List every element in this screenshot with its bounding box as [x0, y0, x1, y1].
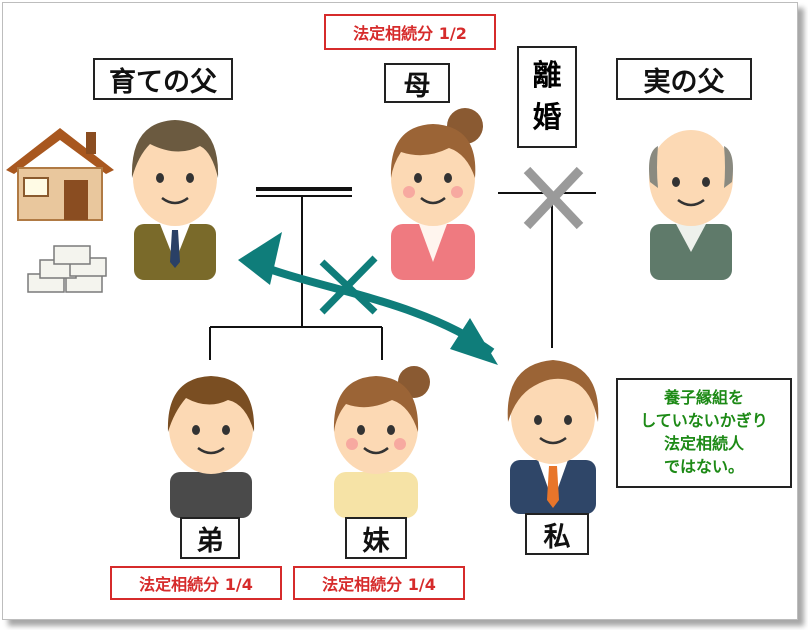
label-brother: 弟	[180, 517, 240, 559]
divorce-char-1: 離	[532, 58, 562, 92]
label-bio-father: 実の父	[616, 58, 752, 100]
brother-figure	[167, 376, 255, 518]
share-mother: 法定相続分 1/2	[324, 14, 496, 50]
arrow-head-left	[238, 232, 282, 285]
note-line-3: 法定相続人	[663, 434, 744, 453]
arrow-cross	[319, 255, 378, 315]
foster-father-figure	[131, 120, 219, 280]
note-line-1: 養子縁組を	[663, 388, 744, 407]
divorce-char-2: 婚	[532, 100, 562, 134]
arrow-head-right	[450, 318, 498, 365]
money-icon	[27, 245, 107, 293]
divorce-box: 離 婚	[517, 46, 577, 148]
me-figure	[507, 360, 599, 514]
mother-figure	[390, 108, 483, 280]
sister-figure	[333, 366, 430, 518]
share-sister: 法定相続分 1/4	[293, 566, 465, 600]
share-brother: 法定相続分 1/4	[110, 566, 282, 600]
note-box: 養子縁組を していないかぎり 法定相続人 ではない。	[616, 378, 792, 488]
label-me: 私	[525, 513, 589, 555]
note-line-2: していないかぎり	[640, 411, 768, 430]
note-line-4: ではない。	[663, 457, 744, 476]
label-sister: 妹	[345, 517, 407, 559]
label-mother: 母	[384, 63, 450, 103]
house-icon	[6, 128, 114, 221]
divorce-cross	[523, 166, 584, 230]
bio-father-figure	[649, 130, 733, 280]
label-foster-father: 育ての父	[93, 58, 233, 100]
